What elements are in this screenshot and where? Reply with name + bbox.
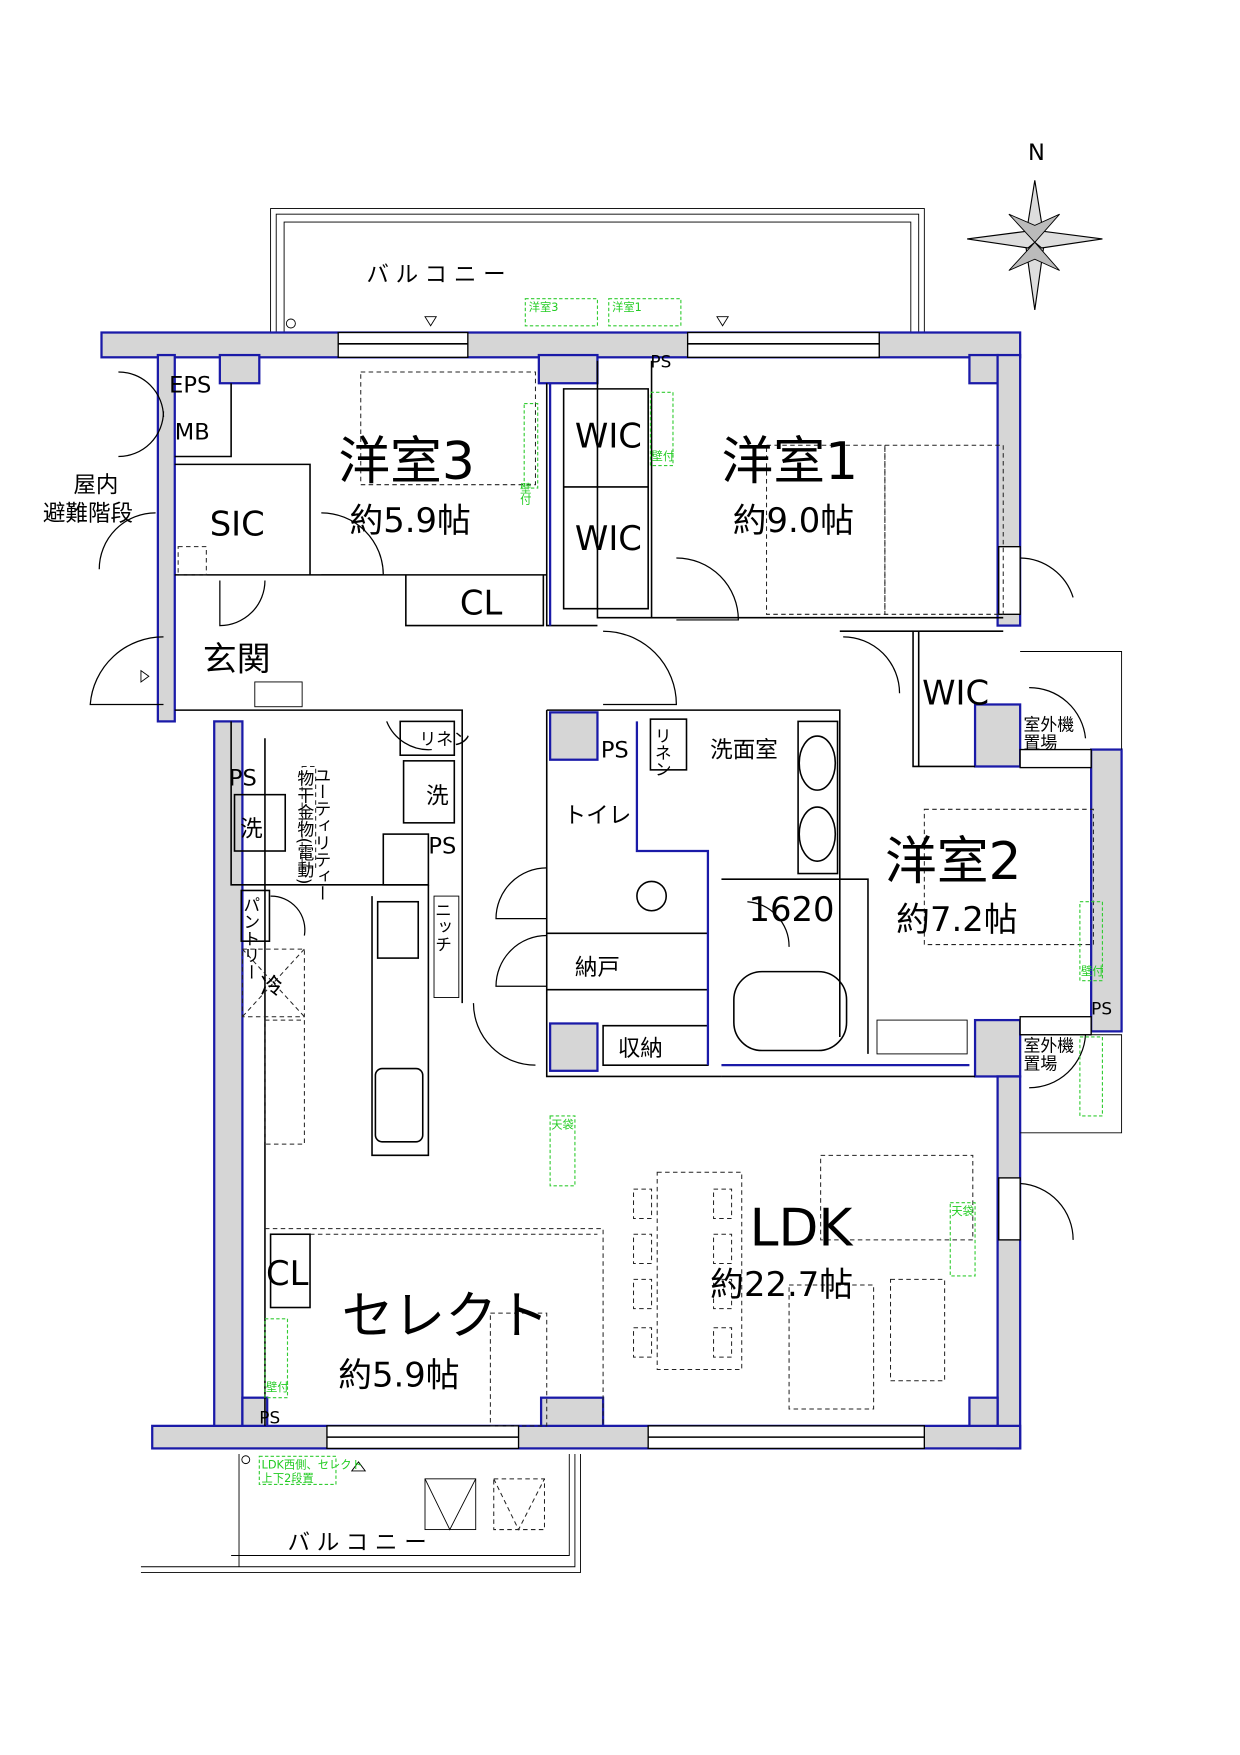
south-balcony-label: バルコニー	[287, 1530, 433, 1556]
room-labels: 洋室3 約5.9帖 洋室1 約9.0帖 洋室2 約7.2帖 LDK 約22.7帖…	[338, 432, 1021, 1394]
stairs-label-2: 避難階段	[43, 501, 133, 527]
compass-rose-icon	[967, 180, 1103, 311]
outdoor-unit-areas: 室外機 置場 室外機 置場	[1020, 651, 1123, 1134]
compass: N	[967, 140, 1103, 311]
note-wall-mount-c: 壁付	[1081, 964, 1104, 978]
cl-western3-label: CL	[460, 583, 503, 622]
cl-select-label: CL	[266, 1254, 309, 1293]
note-wall-mount-b: 壁付	[652, 449, 675, 463]
niche-label: ニッチ	[432, 902, 452, 953]
ps-label-utility-right: PS	[428, 833, 456, 859]
ps-label-western1: PS	[650, 351, 671, 371]
wic-b-label: WIC	[575, 519, 642, 558]
note-ceiling-a: 天袋	[551, 1117, 574, 1131]
interior-walls	[174, 360, 1004, 1426]
note-balcony-w1: 洋室1	[612, 300, 642, 314]
south-note-2: 上下2段置	[262, 1471, 314, 1485]
room-western2-size: 約7.2帖	[896, 900, 1017, 939]
outdoor-unit-b-line1: 室外機	[1024, 1036, 1075, 1056]
note-wall-mount-a: 壁付	[519, 481, 532, 505]
linen-utility-label: リネン	[419, 729, 470, 749]
south-balcony: LDK西側、セレクト 上下2段置 バルコニー	[140, 1454, 581, 1573]
mb-label: MB	[175, 420, 210, 446]
wic-c-label: WIC	[922, 673, 989, 712]
north-label: N	[1028, 140, 1045, 166]
ps-label-western2: PS	[1091, 998, 1112, 1018]
note-wall-mount-d: 壁付	[266, 1380, 289, 1394]
green-annotations: 壁付 壁付 壁付 壁付 天袋 天袋	[264, 391, 1104, 1399]
room-select-name: セレクト	[342, 1286, 549, 1346]
pantry-label: パントリー	[240, 896, 260, 981]
ps-label-utility-left: PS	[229, 766, 257, 792]
room-western3-size: 約5.9帖	[349, 501, 470, 540]
toilet-label: トイレ	[564, 803, 632, 829]
furniture-outlines	[360, 371, 1094, 1427]
bath-size-label: 1620	[748, 890, 834, 929]
wic-a-label: WIC	[575, 416, 642, 455]
note-balcony-w3: 洋室3	[529, 300, 559, 314]
room-western1-size: 約9.0帖	[733, 501, 854, 540]
washer-b-label: 洗	[240, 816, 263, 842]
space-labels: EPS MB 屋内 避難階段 SIC 玄関 WIC WIC WIC CL CL …	[43, 351, 1112, 1427]
entrance-label: 玄関	[203, 640, 271, 679]
note-ceiling-b: 天袋	[951, 1204, 974, 1218]
room-western3-name: 洋室3	[338, 432, 475, 492]
room-select-size: 約5.9帖	[338, 1355, 459, 1394]
room-western2-name: 洋室2	[885, 832, 1022, 892]
dining-chairs	[633, 1188, 733, 1358]
storage-label: 収納	[618, 1036, 663, 1062]
room-western1-name: 洋室1	[721, 432, 858, 492]
room-ldk-name: LDK	[750, 1199, 855, 1259]
utility-note: 物干金物(電動)	[294, 770, 314, 885]
outdoor-unit-a-line2: 置場	[1024, 732, 1058, 752]
storeroom-label: 納戸	[575, 955, 620, 981]
utility-label: ユーティリティー	[311, 766, 331, 901]
outdoor-unit-a-line1: 室外機	[1024, 714, 1075, 734]
ps-label-toilet: PS	[601, 737, 629, 763]
eps-label: EPS	[169, 372, 211, 398]
windows	[326, 331, 1092, 1450]
washer-a-label: 洗	[426, 784, 449, 810]
ps-label-select: PS	[259, 1408, 280, 1428]
stairs-label-1: 屋内	[73, 473, 118, 499]
north-balcony-label: バルコニー	[366, 262, 512, 288]
washroom-label: 洗面室	[710, 737, 778, 763]
fridge-label: 冷	[260, 974, 283, 1000]
room-ldk-size: 約22.7帖	[710, 1265, 853, 1304]
linen-washroom-label: リネン	[652, 727, 672, 778]
south-note-1: LDK西側、セレクト	[262, 1459, 363, 1472]
doors	[89, 371, 1087, 1240]
outdoor-unit-b-line2: 置場	[1024, 1054, 1058, 1074]
north-balcony: バルコニー 洋室3 洋室1	[270, 208, 925, 333]
sic-label: SIC	[210, 504, 265, 543]
